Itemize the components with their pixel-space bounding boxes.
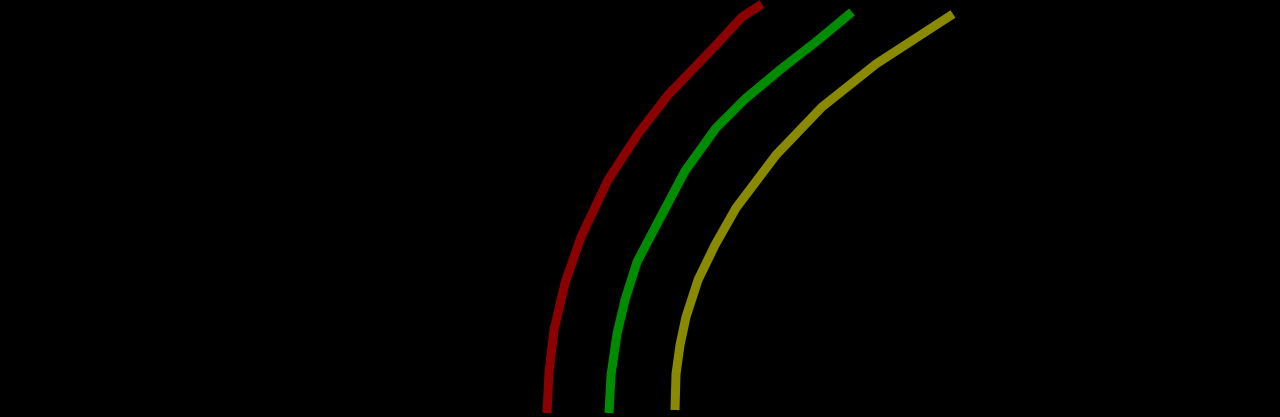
olive-curve-line	[670, 10, 956, 411]
red-curve-line	[542, 0, 765, 414]
green-curve-line	[604, 8, 855, 414]
